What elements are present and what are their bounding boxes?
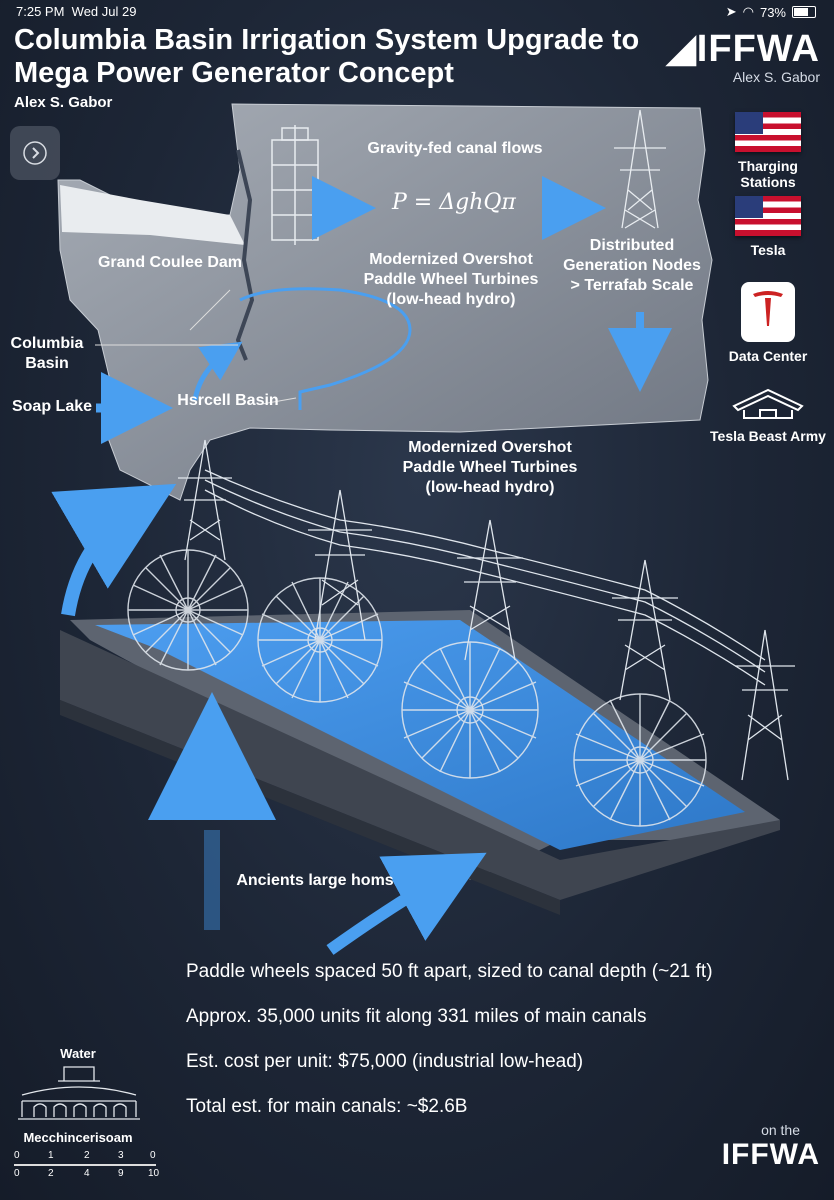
footer-on-the: on the (761, 1122, 800, 1138)
label-turbines-top: Modernized Overshot Paddle Wheel Turbine… (363, 251, 539, 308)
label-columbia-basin: Columbia Basin (10, 335, 84, 372)
paddle-wheel-3 (401, 641, 539, 779)
battery-percent: 73% (759, 4, 786, 20)
arrow-curve-left (51, 483, 177, 617)
paddle-wheel-2 (257, 577, 383, 703)
tower-2 (308, 489, 372, 641)
label-distributed-nodes: Distributed Generation Nodes > Terrafab … (563, 237, 701, 294)
status-bar: 7:25 PM Wed Jul 29 ➤ ◠ 73% (0, 0, 834, 22)
pointer-grand-coulee (189, 289, 231, 331)
legend-water: Water (60, 1046, 96, 1061)
tesla-logo-icon (741, 282, 795, 342)
label-hsrcell-basin: Hsrcell Basin (177, 392, 279, 409)
paddle-wheels (127, 549, 707, 827)
scale-line (14, 1164, 156, 1166)
transmission-tower-icon (614, 109, 666, 229)
paddle-wheel-1 (127, 549, 249, 671)
legend: Water Mecchincerisoam (14, 1046, 164, 1145)
label-soap-lake: Soap Lake (11, 398, 93, 415)
us-flag-icon (735, 196, 801, 236)
legend-mechanism: Mecchincerisoam (23, 1130, 133, 1145)
sidebar-item-charging: Tharging Stations (710, 112, 826, 190)
tower-4 (612, 559, 678, 701)
paddle-wheel-4 (573, 693, 707, 827)
facts-list: Paddle wheels spaced 50 ft apart, sized … (186, 958, 806, 1138)
brand-logo-text: IFFWA (696, 28, 820, 70)
label-ancients: Ancients large homs (236, 872, 394, 889)
location-icon: ➤ (725, 4, 737, 19)
tower-1 (178, 439, 232, 561)
fact-spacing: Paddle wheels spaced 50 ft apart, sized … (186, 961, 713, 982)
us-flag-icon (735, 112, 801, 152)
power-towers (178, 439, 795, 781)
power-formula: P = ΔghQπ (392, 190, 516, 215)
power-lines (204, 469, 766, 686)
page-title: Columbia Basin Irrigation System Upgrade… (14, 24, 640, 89)
sidebar-item-beast-army: Tesla Beast Army (710, 384, 826, 444)
brand-logo-icon: ◢ (666, 28, 697, 70)
chevron-right-icon (23, 141, 47, 165)
sidebar-item-tesla: Tesla (710, 196, 826, 258)
tower-5 (735, 629, 795, 781)
wifi-icon: ◠ (742, 4, 754, 19)
footer-brand: on the IFFWA (722, 1122, 820, 1172)
brand-author: Alex S. Gabor (732, 69, 820, 85)
warehouse-icon (732, 388, 804, 419)
footer-logo: IFFWA (721, 1138, 820, 1171)
arrow-up-canal (192, 341, 243, 401)
label-turbines-mid: Modernized Overshot Paddle Wheel Turbine… (402, 439, 578, 496)
page-author: Alex S. Gabor (14, 94, 113, 111)
fact-unit-cost: Est. cost per unit: $75,000 (industrial … (186, 1051, 584, 1072)
fact-total-cost: Total est. for main canals: ~$2.6B (186, 1096, 468, 1117)
olympic-peninsula-snow (60, 185, 245, 245)
label-canal-flow: Gravity-fed canal flows (367, 140, 543, 157)
label-grand-coulee: Grand Coulee Dam (97, 254, 243, 271)
aqueduct-icon (18, 1066, 140, 1120)
battery-icon (792, 6, 816, 18)
header-brand: ◢IFFWA Alex S. Gabor (640, 26, 820, 85)
pointer-hsrcell (261, 397, 297, 405)
status-time: 7:25 PM (16, 4, 65, 19)
sidebar-item-data-center: Data Center (710, 282, 826, 364)
arrow-diagonal-bottom (326, 852, 487, 955)
forward-button[interactable] (10, 126, 60, 180)
status-date: Wed Jul 29 (71, 4, 137, 19)
canal-route (239, 287, 412, 410)
tower-3 (457, 519, 523, 661)
fact-units: Approx. 35,000 units fit along 331 miles… (186, 1006, 647, 1027)
scale-bar: 0 1 2 3 0 0 2 4 9 10 (14, 1150, 160, 1179)
